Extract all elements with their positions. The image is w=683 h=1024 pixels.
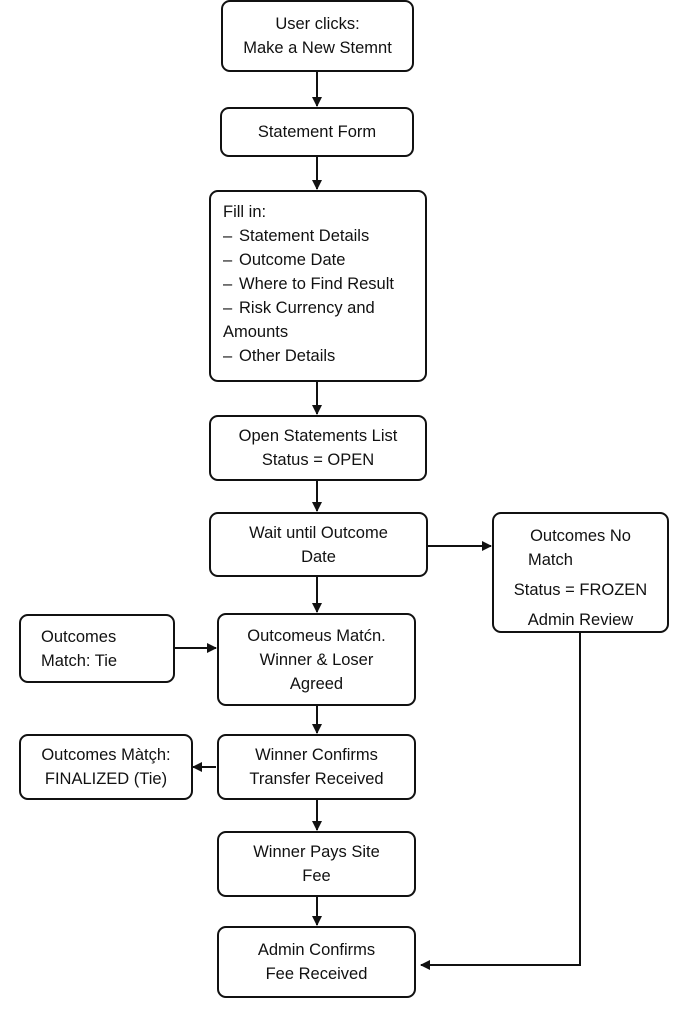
node-open-statements: Open Statements List Status = OPEN bbox=[209, 415, 427, 481]
node-text: Outcomes Màtçh: bbox=[41, 746, 171, 764]
node-text: Date bbox=[301, 547, 336, 566]
node-text: Winner Pays Site bbox=[253, 843, 380, 861]
node-text: Admin Review bbox=[527, 611, 634, 629]
node-text: Status = OPEN bbox=[261, 451, 375, 469]
node-user-clicks: User clicks: Make a New Stemnt bbox=[221, 0, 414, 72]
node-finalized-tie: Outcomes Màtçh: FINALIZED (Tie) bbox=[19, 734, 193, 800]
node-text: Wait until Outcome bbox=[249, 523, 388, 542]
node-text: Outcomes bbox=[41, 627, 117, 646]
node-text: Fee Received bbox=[265, 965, 368, 983]
fill-in-item: –Other Details bbox=[223, 347, 336, 365]
node-statement-form: Statement Form bbox=[220, 107, 414, 157]
node-text: Statement Form bbox=[257, 123, 377, 141]
node-winner-pays-fee: Winner Pays Site Fee bbox=[217, 831, 416, 897]
node-text: Status = FROZEN bbox=[513, 581, 648, 599]
node-admin-confirms: Admin Confirms Fee Received bbox=[217, 926, 416, 998]
node-text: Match bbox=[528, 551, 573, 569]
node-outcomes-no-match: Outcomes No Match Status = FROZEN Admin … bbox=[492, 512, 669, 633]
node-text: Admin Confirms bbox=[257, 941, 376, 959]
node-outcomes-tie: Outcomes Match: Tie bbox=[19, 614, 175, 683]
node-text: Match: Tie bbox=[41, 651, 118, 670]
fill-in-item: –Risk Currency and bbox=[223, 299, 375, 317]
node-fill-in: Fill in: –Statement Details –Outcome Dat… bbox=[209, 190, 427, 382]
node-text: Fee bbox=[302, 867, 331, 885]
node-winner-confirms: Winner Confirms Transfer Received bbox=[217, 734, 416, 800]
node-text: Winner Confirms bbox=[255, 746, 378, 764]
node-text: Agreed bbox=[289, 674, 344, 693]
fill-in-item: –Where to Find Result bbox=[223, 275, 394, 293]
node-text: User clicks: bbox=[275, 15, 360, 33]
node-text: Outcomes No bbox=[530, 527, 631, 545]
node-wait-outcome: Wait until Outcome Date bbox=[209, 512, 428, 577]
arrow-nomatch-to-admin bbox=[420, 633, 581, 970]
fill-in-item-continued: Amounts bbox=[223, 323, 289, 341]
node-text: Make a New Stemnt bbox=[243, 39, 392, 57]
node-text: Transfer Received bbox=[249, 770, 384, 788]
fill-in-heading: Fill in: bbox=[223, 203, 267, 221]
fill-in-item: –Statement Details bbox=[223, 227, 370, 245]
node-text: Outcomeus Matćn. bbox=[247, 626, 386, 645]
fill-in-item: –Outcome Date bbox=[223, 251, 346, 269]
node-text: Open Statements List bbox=[238, 427, 398, 445]
node-outcomes-match: Outcomeus Matćn. Winner & Loser Agreed bbox=[217, 613, 416, 706]
node-text: Winner & Loser bbox=[259, 650, 374, 669]
node-text: FINALIZED (Tie) bbox=[44, 770, 168, 788]
